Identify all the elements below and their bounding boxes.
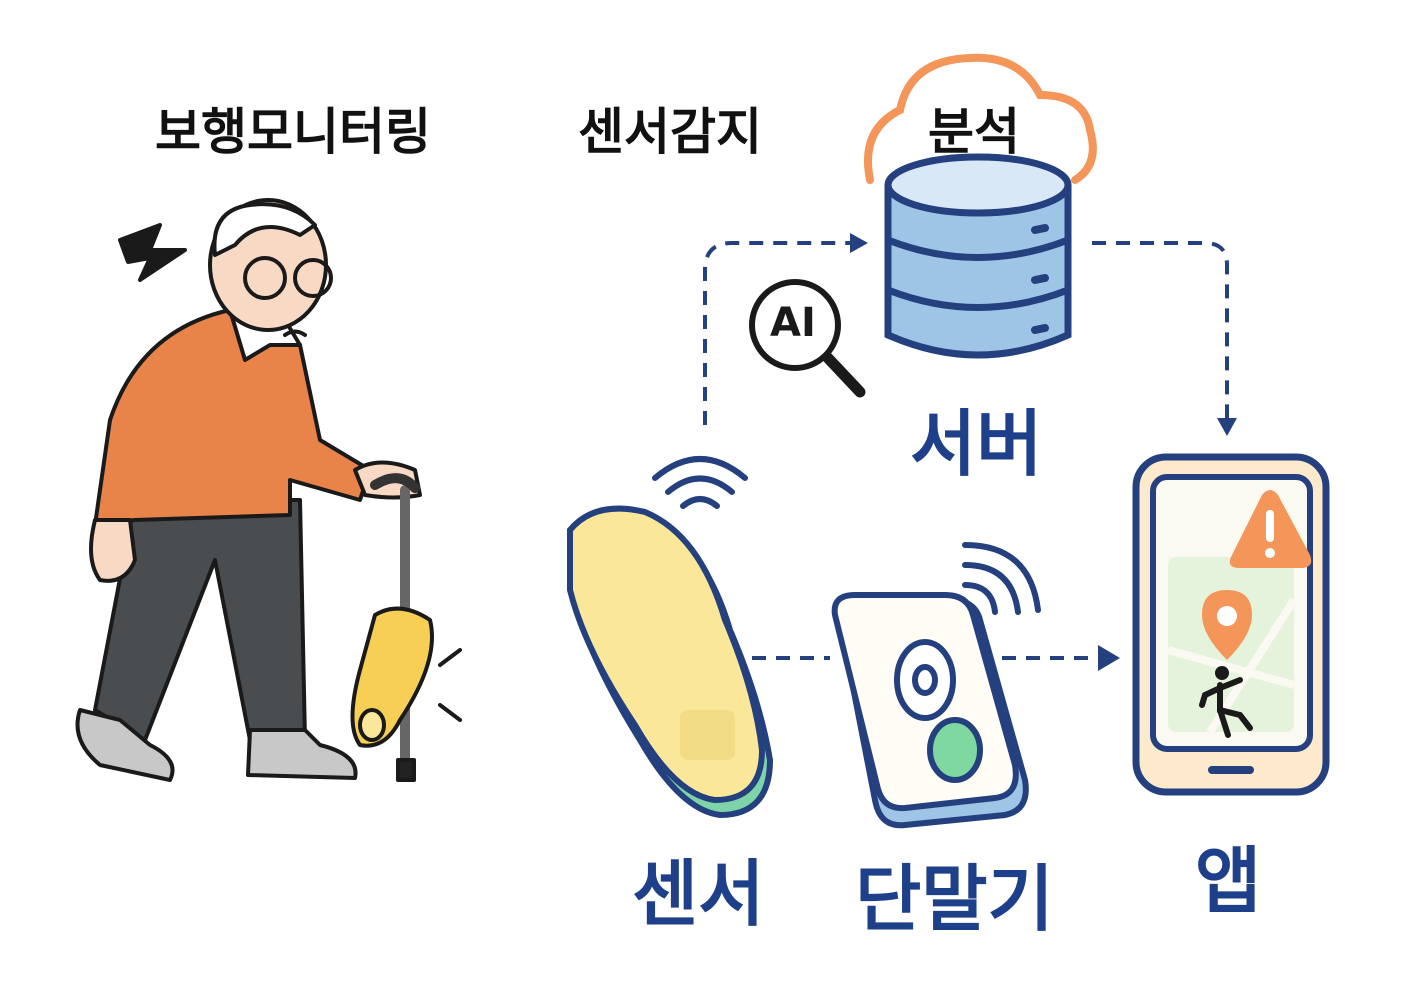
falling-person-icon — [1199, 666, 1253, 738]
terminal-label: 단말기 — [855, 857, 1054, 941]
server-label: 서버 — [910, 402, 1043, 486]
server-database-icon — [884, 153, 1072, 359]
arrow-heads — [850, 233, 1237, 671]
elderly-man-illustration — [75, 198, 462, 782]
ai-label: AI — [770, 300, 816, 346]
heading-gait-monitoring: 보행모니터링 — [155, 103, 431, 161]
ai-magnifier-icon — [749, 279, 866, 398]
sensor-label: 센서 — [632, 852, 765, 936]
app-label: 앱 — [1195, 839, 1262, 923]
heading-sensor-detection: 센서감지 — [578, 103, 762, 161]
cloud-icon — [864, 53, 1097, 184]
data-flow-arrows — [703, 241, 1229, 660]
insole-sensor-illustration — [567, 505, 774, 819]
pain-bolt-icon — [118, 223, 187, 282]
terminal-device-illustration — [831, 592, 1029, 829]
heading-analysis: 분석 — [928, 103, 1020, 161]
wireless-signal-icon — [652, 456, 1041, 615]
smartphone-app-illustration — [1132, 453, 1330, 796]
